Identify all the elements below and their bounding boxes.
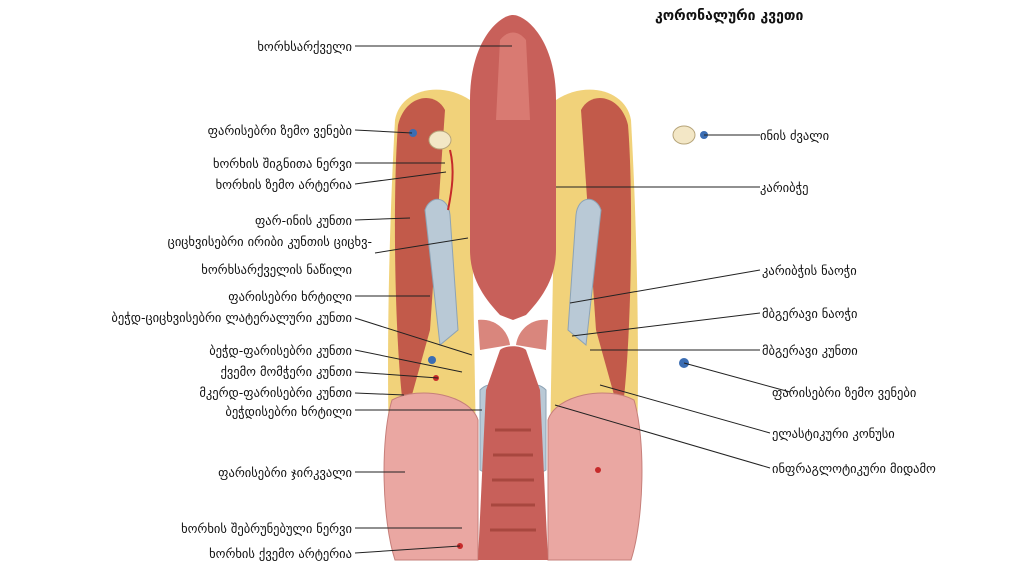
- left-thyroid-gland: [384, 393, 478, 560]
- right-hyoid: [673, 126, 695, 144]
- diagram-title: კორონალური კვეთი: [655, 8, 803, 24]
- label-left-8: ფარისებრი ხრტილი: [228, 289, 352, 304]
- right-vocal-fold: [516, 320, 548, 350]
- left-vocal-fold: [478, 320, 510, 350]
- label-right-2: კარიბჭე: [760, 180, 808, 195]
- label-left-11: ქვემო მომჭერი კუნთი: [220, 364, 352, 379]
- label-left-4: ხორხის ზემო არტერია: [216, 177, 352, 192]
- label-left-6: ციცხვისებრი ირიბი კუნთის ციცხვ-: [168, 234, 372, 249]
- label-left-16: ხორხის ქვემო არტერია: [209, 546, 352, 561]
- label-left-10: ბეჭდ-ფარისებრი კუნთი: [209, 343, 352, 358]
- label-right-7: ელასტიკური კონუსი: [772, 426, 895, 441]
- label-right-4: მბგერავი ნაოჭი: [762, 306, 857, 321]
- label-left-5: ფარ-ინის კუნთი: [255, 213, 352, 228]
- left-lower-vein: [428, 356, 436, 364]
- label-left-3: ხორხის შიგნითა ნერვი: [213, 156, 352, 171]
- label-right-3: კარიბჭის ნაოჭი: [762, 263, 857, 278]
- label-left-15: ხორხის შებრუნებული ნერვი: [181, 521, 352, 536]
- right-artery-1: [595, 467, 601, 473]
- right-thyroid-gland: [548, 393, 642, 560]
- label-left-9: ბეჭდ-ციცხვისებრი ლატერალური კუნთი: [111, 310, 352, 325]
- infraglottic-region: [478, 346, 548, 560]
- label-left-2: ფარისებრი ზემო ვენები: [208, 123, 352, 138]
- label-right-8: ინფრაგლოტიკური მიდამო: [772, 461, 936, 476]
- label-left-13: ბეჭდისებრი ხრტილი: [225, 404, 352, 419]
- label-left-12: მკერდ-ფარისებრი კუნთი: [199, 385, 352, 400]
- label-left-1: ხორხსარქველი: [257, 39, 352, 54]
- left-hyoid: [429, 131, 451, 149]
- label-right-6: ფარისებრი ზემო ვენები: [772, 385, 916, 400]
- label-right-5: მბგერავი კუნთი: [762, 343, 858, 358]
- label-right-1: ინის ძვალი: [760, 128, 829, 143]
- label-left-7: ხორხსარქველის ნაწილი: [201, 262, 352, 277]
- label-left-14: ფარისებრი ჯირკვალი: [218, 465, 352, 480]
